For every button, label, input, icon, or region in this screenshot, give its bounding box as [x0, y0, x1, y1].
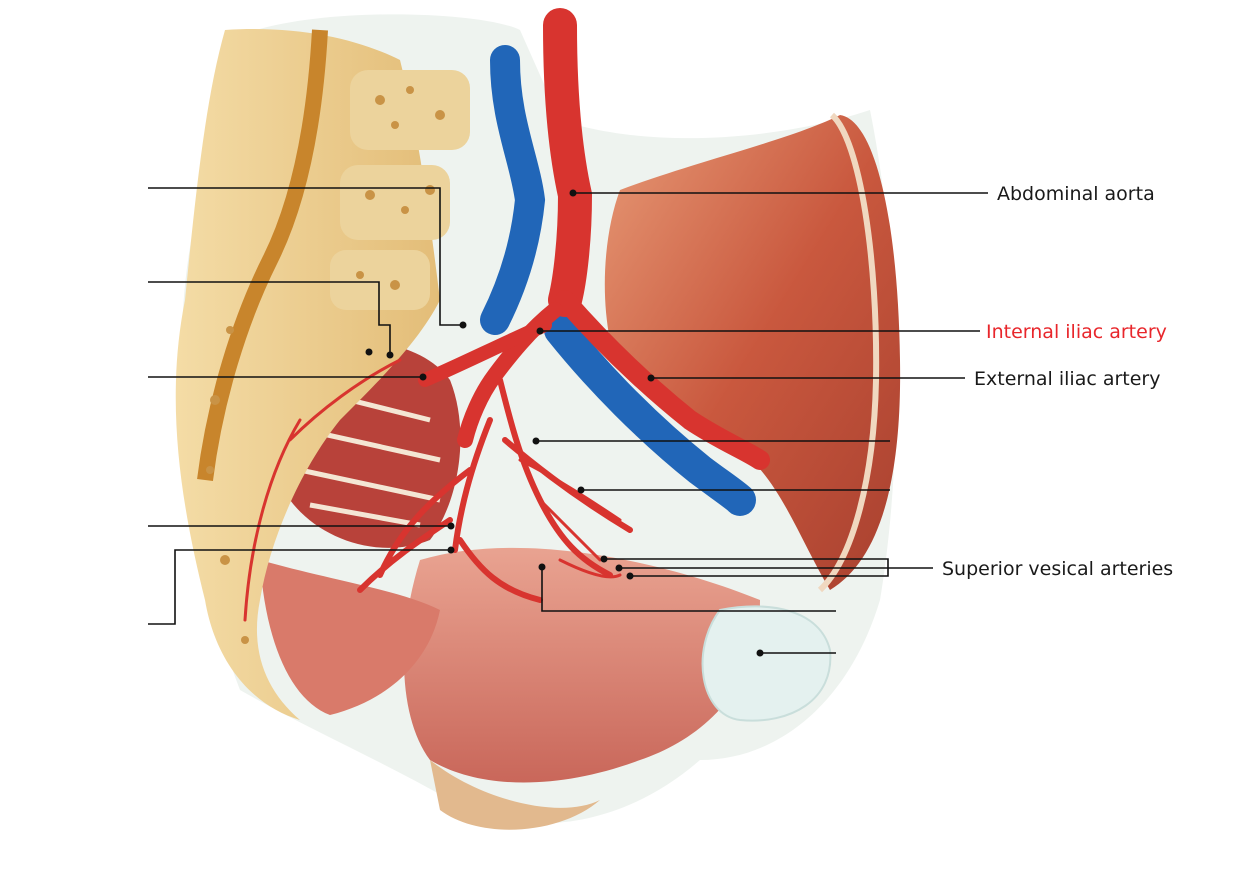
labels: Abdominal aorta Internal iliac artery Ex… — [942, 183, 1173, 580]
rectum-muscle — [260, 560, 440, 715]
pelvic-floor — [403, 547, 760, 783]
bone-texture — [206, 86, 445, 644]
inferior-vena-cava — [480, 45, 546, 335]
common-iliac-vessel — [418, 318, 552, 387]
leader-unlabeled-left-2 — [148, 281, 391, 355]
anatomy-illustration — [175, 8, 901, 830]
pubic-symphysis — [701, 605, 832, 722]
label-internal-iliac-artery: Internal iliac artery — [986, 321, 1167, 343]
leader-endpoints — [365, 189, 764, 657]
leader-unlabeled-left-1 — [148, 187, 463, 326]
leader-lines — [148, 187, 988, 654]
lower-pelvis — [430, 760, 600, 830]
vertebral-bodies — [330, 70, 470, 310]
leader-superior-vesical — [604, 558, 933, 577]
label-superior-vesical-arteries: Superior vesical arteries — [942, 558, 1173, 580]
small-branches — [243, 358, 622, 622]
abdominal-aorta-vessel — [543, 8, 593, 317]
label-external-iliac-artery: External iliac artery — [974, 368, 1160, 390]
leader-unlabeled-left-5 — [148, 549, 451, 625]
sacral-canal — [197, 29, 328, 481]
abdominal-wall-band — [817, 112, 880, 593]
abdominal-wall-muscle — [604, 115, 901, 590]
label-abdominal-aorta: Abdominal aorta — [997, 183, 1155, 205]
leader-unlabeled-right-3 — [541, 567, 836, 612]
sacral-muscle-fibers — [299, 387, 441, 528]
